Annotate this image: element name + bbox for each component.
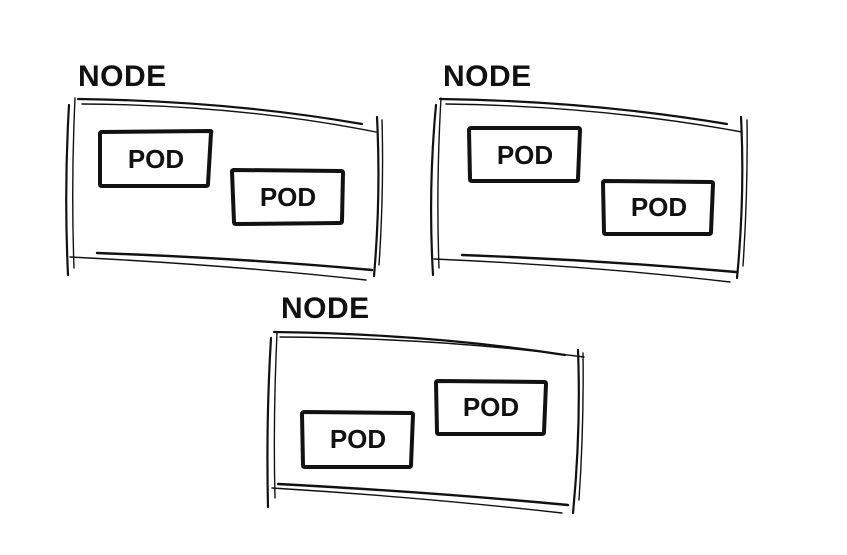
- pod-2b-label: POD: [631, 192, 687, 222]
- node-1-label: NODE: [78, 60, 167, 93]
- pod-1a-label: POD: [128, 144, 184, 174]
- node-3-label: NODE: [281, 292, 370, 325]
- pod-2b: POD: [601, 179, 715, 236]
- pod-1b: POD: [230, 168, 345, 226]
- node-2: NODE POD POD: [429, 60, 748, 283]
- pod-3a-label: POD: [330, 424, 386, 454]
- pod-3b: POD: [434, 379, 548, 436]
- pod-2a: POD: [467, 126, 582, 183]
- node-2-box: [429, 97, 748, 283]
- pod-1b-label: POD: [260, 182, 316, 212]
- pod-3b-label: POD: [463, 392, 519, 422]
- pod-2a-label: POD: [497, 140, 553, 170]
- pod-3a: POD: [300, 410, 415, 469]
- node-1-box: [65, 97, 384, 281]
- pod-1a: POD: [98, 129, 214, 188]
- node-1: NODE POD POD: [65, 60, 384, 281]
- node-2-label: NODE: [443, 60, 532, 93]
- node-3: NODE POD POD: [266, 292, 585, 515]
- node-3-box: [266, 330, 585, 515]
